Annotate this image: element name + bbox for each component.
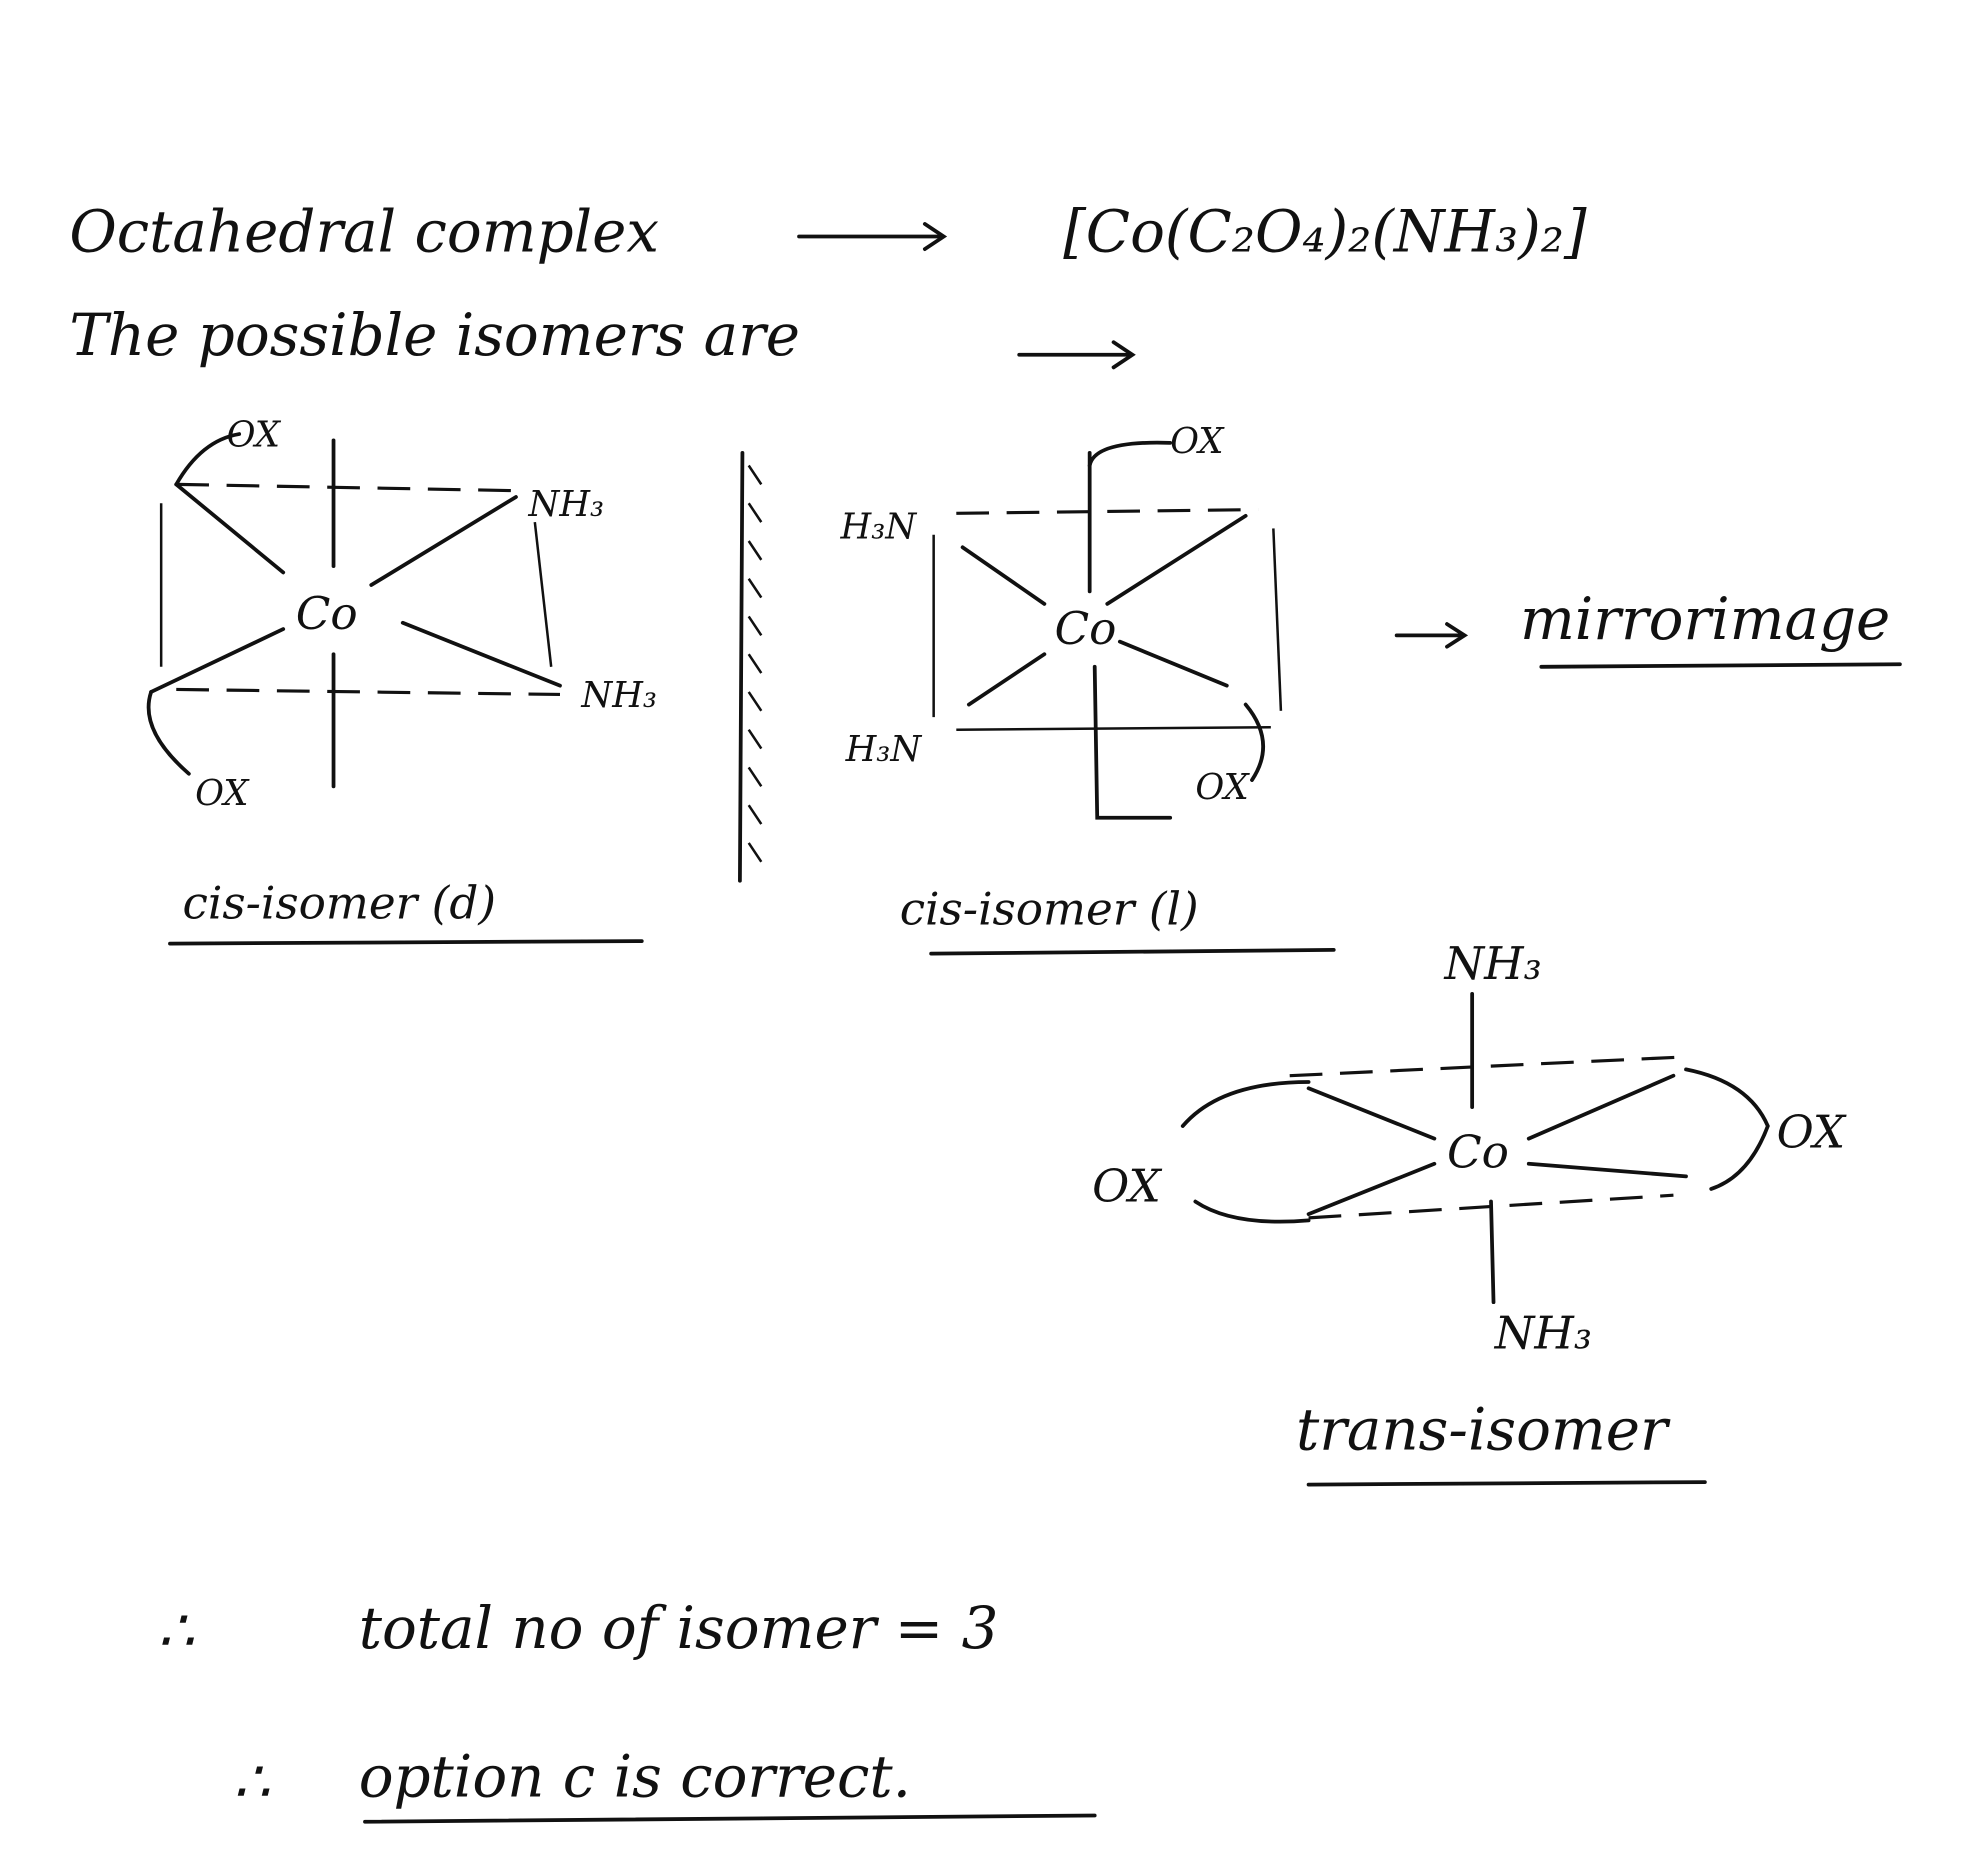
underline: [168, 939, 644, 946]
ligand-nh3-bottom: NH₃: [1494, 1307, 1592, 1360]
ligand-nh3-top: NH₃: [1443, 937, 1541, 990]
ligand-ox-top: OX: [227, 415, 282, 456]
metal-co: Co: [1447, 1126, 1509, 1179]
ligand-ox-left: OX: [1092, 1160, 1162, 1213]
ligand-h3n-bottom: H₃N: [845, 729, 923, 770]
ligand-ox-bottom: OX: [1195, 767, 1250, 808]
ligand-ox-bottom: OX: [195, 773, 250, 814]
cis-isomer-l-structure: Co OX OX H₃N H₃N: [840, 421, 1283, 820]
caption-trans-isomer: trans-isomer: [1296, 1395, 1671, 1463]
ligand-ox-right: OX: [1777, 1105, 1847, 1158]
trans-isomer-structure: Co NH₃ NH₃ OX OX: [1092, 937, 1847, 1360]
mirror-image-label: mirrorimage: [1520, 585, 1890, 653]
underline: [1306, 1480, 1707, 1487]
caption-cis-isomer-l: cis-isomer (l): [900, 883, 1199, 936]
arrow-right-icon: [1394, 622, 1469, 649]
heading-octahedral-complex: Octahedral complex: [69, 198, 659, 266]
caption-cis-isomer-d: cis-isomer (d): [183, 876, 496, 929]
ligand-nh3-bottom: NH₃: [580, 675, 657, 716]
complex-formula: [Co(C₂O₄)₂(NH₃)₂]: [1063, 198, 1587, 266]
arrow-right-icon: [797, 222, 948, 251]
ligand-ox-top: OX: [1170, 421, 1225, 462]
therefore-icon: ∴: [157, 1597, 194, 1665]
mirror-plane: [738, 451, 763, 883]
underline: [929, 948, 1336, 956]
answer-statement: option c is correct.: [359, 1743, 911, 1811]
underline: [363, 1813, 1097, 1824]
underline: [1539, 662, 1902, 669]
therefore-icon: ∴: [233, 1748, 270, 1816]
metal-co: Co: [1054, 602, 1116, 655]
metal-co: Co: [296, 587, 358, 640]
cis-isomer-d-structure: Co OX OX NH₃ NH₃: [146, 415, 657, 814]
heading-possible-isomers: The possible isomers are: [69, 301, 800, 369]
ligand-nh3-top: NH₃: [528, 484, 605, 525]
total-isomers-statement: total no of isomer = 3: [359, 1594, 999, 1662]
ligand-h3n-top: H₃N: [840, 506, 918, 547]
arrow-right-icon: [1017, 340, 1136, 370]
